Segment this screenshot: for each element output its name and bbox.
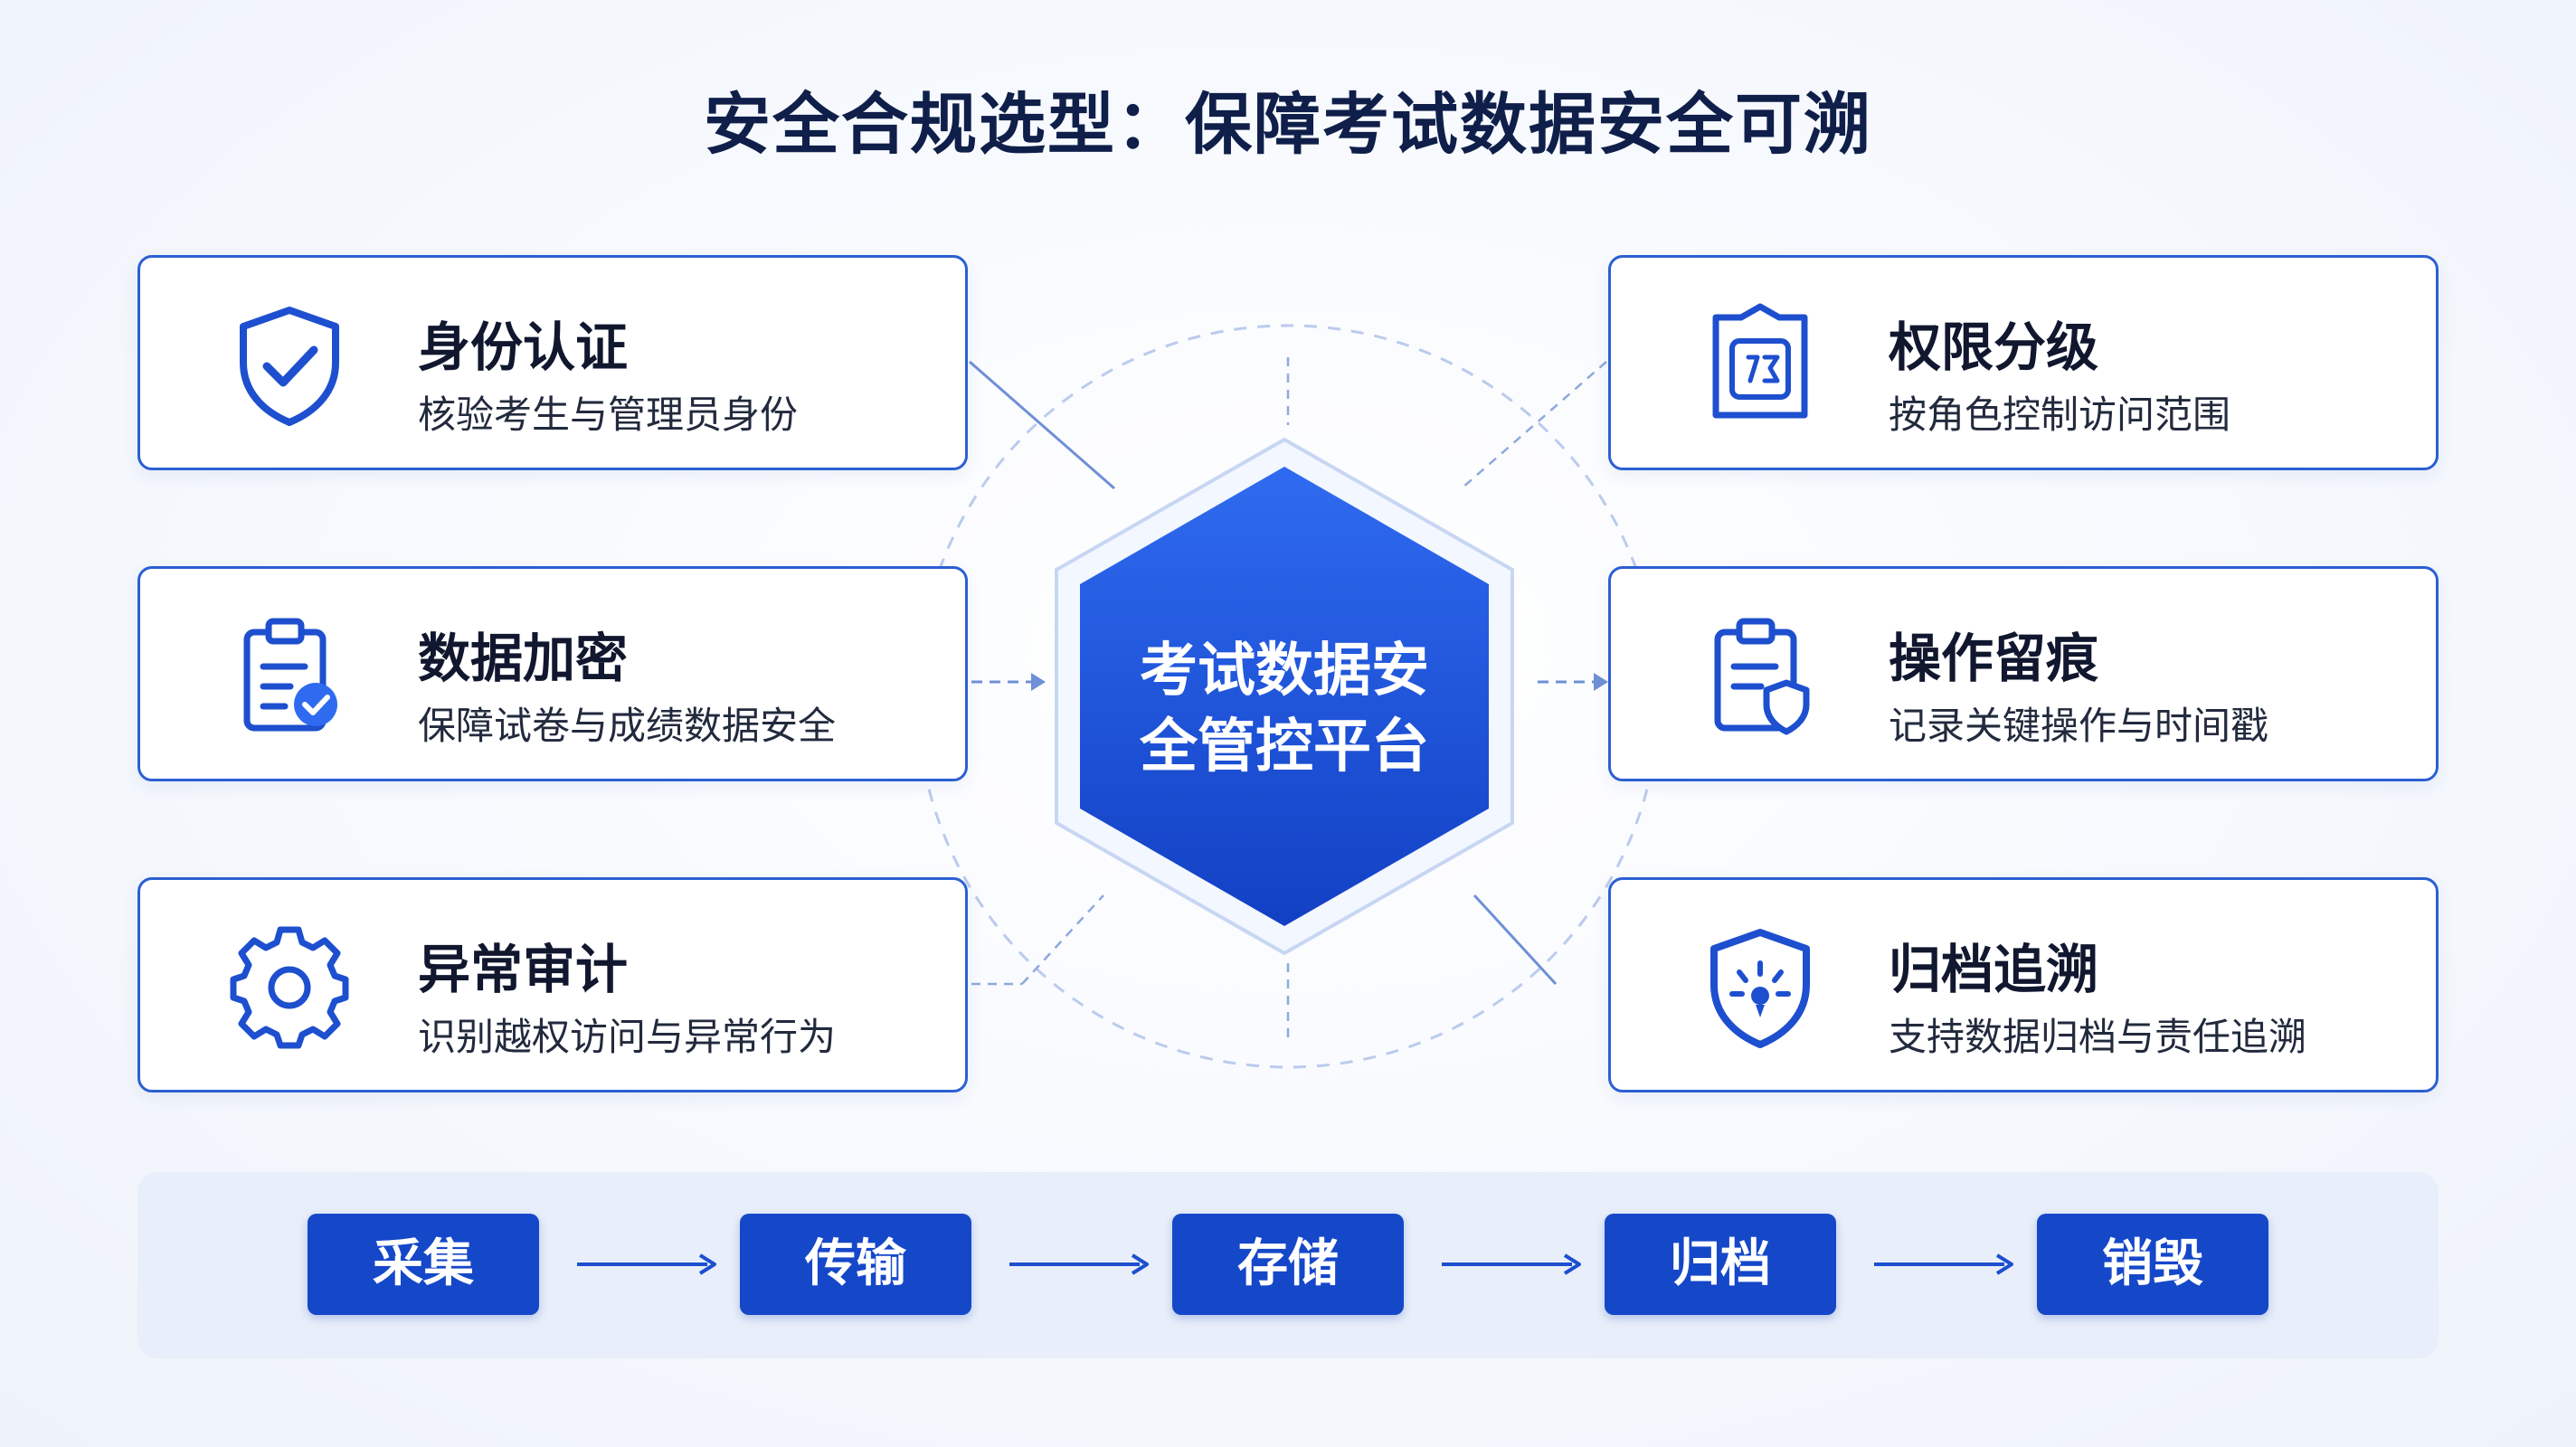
card-title: 操作留痕 <box>1889 628 2099 689</box>
card-data-encryption: 数据加密 保障试卷与成绩数据安全 <box>137 566 968 781</box>
flow-step-store: 存储 <box>1172 1214 1404 1315</box>
flow-step-destroy: 销毁 <box>2037 1214 2268 1315</box>
center-label: 考试数据安 全管控平台 <box>1049 633 1520 785</box>
connector-line <box>969 360 1115 490</box>
flow-arrow-icon <box>1442 1253 1581 1275</box>
center-label-line2: 全管控平台 <box>1140 714 1429 780</box>
card-permission-levels: 权限分级 按角色控制访问范围 <box>1608 255 2439 470</box>
key-badge-icon <box>1712 303 1808 419</box>
card-title: 数据加密 <box>418 628 629 689</box>
flow-step-collect: 采集 <box>308 1214 539 1315</box>
center-hexagon <box>1055 437 1514 956</box>
flow-arrow-icon <box>1874 1253 2013 1275</box>
flow-step-transmit: 传输 <box>740 1214 971 1315</box>
card-anomaly-audit: 异常审计 识别越权访问与异常行为 <box>137 877 968 1092</box>
card-desc: 保障试卷与成绩数据安全 <box>418 704 837 748</box>
card-desc: 核验考生与管理员身份 <box>418 392 799 437</box>
clipboard-check-icon <box>243 618 337 732</box>
card-desc: 按角色控制访问范围 <box>1889 392 2231 437</box>
shield-check-icon <box>240 307 339 426</box>
flow-arrow-icon <box>1009 1253 1149 1275</box>
card-title: 异常审计 <box>418 939 629 1000</box>
connector-line <box>1473 894 1558 986</box>
flow-arrow-icon <box>577 1253 716 1275</box>
connector-line <box>1021 894 1104 985</box>
card-desc: 识别越权访问与异常行为 <box>418 1015 837 1059</box>
connector-arrowhead <box>1031 673 1046 691</box>
connector-arrowhead <box>1594 673 1608 691</box>
card-archive-trace: 归档追溯 支持数据归档与责任追溯 <box>1608 877 2439 1092</box>
card-desc: 记录关键操作与时间戳 <box>1889 704 2269 748</box>
card-desc: 支持数据归档与责任追溯 <box>1889 1015 2307 1059</box>
gear-icon <box>230 926 349 1049</box>
card-title: 归档追溯 <box>1889 939 2099 1000</box>
flow-step-archive: 归档 <box>1605 1214 1836 1315</box>
clipboard-shield-icon <box>1714 618 1810 735</box>
card-identity-auth: 身份认证 核验考生与管理员身份 <box>137 255 968 470</box>
shield-sparkle-icon <box>1710 929 1810 1048</box>
center-label-line1: 考试数据安 <box>1140 638 1429 705</box>
page-title: 安全合规选型：保障考试数据安全可溯 <box>704 86 1872 164</box>
card-title: 权限分级 <box>1889 317 2099 378</box>
card-title: 身份认证 <box>418 317 629 378</box>
card-operation-trace: 操作留痕 记录关键操作与时间戳 <box>1608 566 2439 781</box>
